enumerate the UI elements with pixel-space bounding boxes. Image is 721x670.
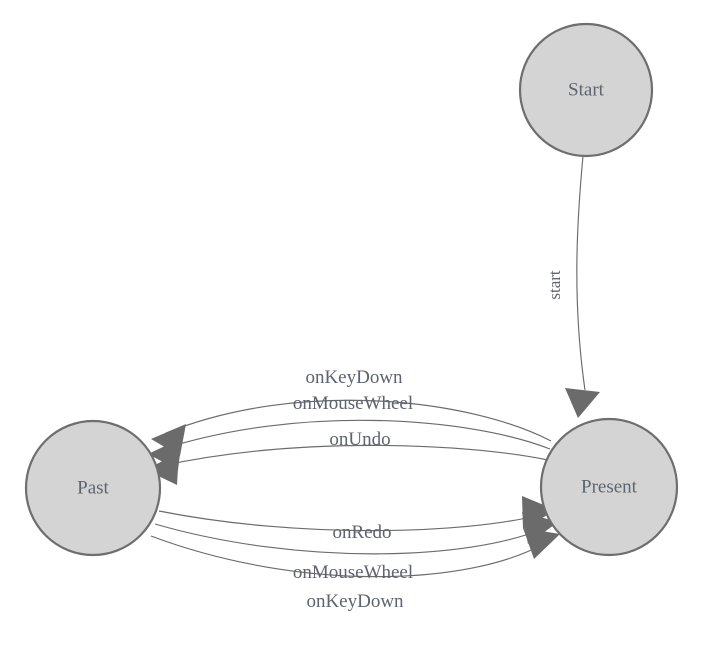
node-past-circle[interactable] (24, 419, 162, 557)
edge-present-past-onundo[interactable] (146, 444, 549, 485)
edge-path (576, 155, 586, 391)
node-present-label: Present (581, 476, 638, 497)
edge-path (150, 535, 546, 578)
edge-past-present-onkeydown[interactable] (150, 528, 560, 578)
nodes-layer: Start Past Present (24, 22, 679, 557)
node-past[interactable]: Past (24, 419, 162, 557)
node-start[interactable]: Start (518, 22, 654, 158)
edge-path (154, 523, 543, 555)
node-present[interactable]: Present (539, 417, 679, 557)
node-past-label: Past (77, 477, 109, 498)
arrow-head-icon (565, 388, 600, 418)
edge-label-past-present-onmousewheel: onMouseWheel (293, 562, 413, 583)
edge-path (162, 419, 551, 450)
edge-label-past-present-onkeydown: onKeyDown (306, 591, 404, 612)
edge-start-present[interactable] (565, 155, 600, 418)
edge-path (160, 444, 549, 467)
node-start-circle[interactable] (518, 22, 654, 158)
arrow-head-icon (523, 528, 560, 559)
node-present-circle[interactable] (539, 417, 679, 557)
edge-path (158, 510, 541, 532)
edge-label-present-past-onmousewheel: onMouseWheel (293, 393, 413, 414)
edge-label-present-past-onkeydown: onKeyDown (305, 367, 403, 388)
edge-path (165, 399, 552, 442)
edge-labels-layer: start onKeyDown onMouseWheel onUndo onRe… (293, 270, 564, 612)
node-start-label: Start (568, 79, 605, 100)
edge-label-start: start (545, 270, 564, 300)
edge-label-present-past-onundo: onUndo (329, 429, 390, 450)
arrow-head-icon (146, 452, 179, 485)
edge-label-past-present-onredo: onRedo (332, 522, 391, 543)
